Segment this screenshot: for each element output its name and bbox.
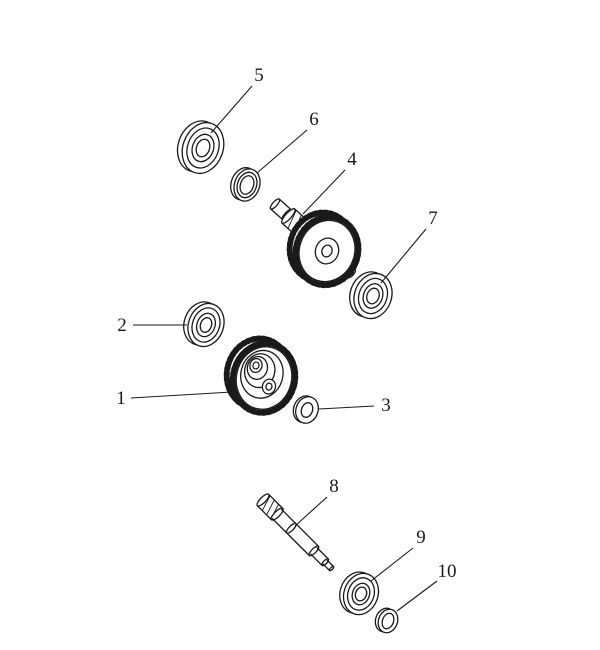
gear-teeth-ring — [229, 340, 299, 416]
leader-lines — [130, 85, 438, 612]
callout-label-1: 1 — [116, 388, 126, 409]
bearing-bore — [195, 138, 211, 158]
callout-label-3: 3 — [381, 395, 391, 416]
leader-line-4 — [302, 169, 346, 215]
part-7-bearing — [349, 271, 393, 320]
front-bore — [265, 382, 273, 391]
leader-line-10 — [396, 580, 438, 612]
gear-root-circle — [298, 219, 356, 283]
leader-line-8 — [294, 496, 328, 527]
shaft-edge — [316, 547, 330, 560]
cone-ring — [240, 349, 284, 399]
shaft-edge — [281, 508, 320, 547]
bearing-bore — [199, 317, 213, 333]
shaft-edge — [271, 518, 310, 557]
gear-4 — [286, 209, 362, 289]
shaft-edge — [278, 198, 292, 211]
callout-label-7: 7 — [428, 208, 438, 229]
bearing-race — [191, 307, 221, 343]
shaft-edge — [322, 563, 331, 572]
hatch-line — [287, 209, 297, 229]
part-10-seal-ring — [374, 607, 399, 634]
shaft-collar — [270, 507, 284, 521]
washer-rim — [236, 171, 258, 199]
gear-hub — [314, 237, 340, 265]
part-3-washer — [292, 395, 319, 424]
part-8-shaft — [256, 493, 335, 572]
cone-tip — [249, 357, 263, 374]
washer-bore — [239, 175, 255, 195]
bearing-race — [346, 577, 376, 611]
spline-edge — [256, 505, 273, 521]
washer-bore — [300, 402, 314, 418]
washer-face — [295, 396, 319, 424]
spline-edge — [268, 493, 284, 510]
gear-root-circle — [235, 346, 293, 410]
bearing-race — [186, 127, 220, 169]
bearing-bore — [354, 586, 368, 602]
callout-label-5: 5 — [254, 65, 264, 86]
spline-bore — [252, 361, 260, 370]
callout-label-2: 2 — [117, 315, 127, 336]
callout-label-10: 10 — [438, 561, 457, 582]
front-hub — [261, 378, 277, 395]
leader-line-7 — [380, 228, 427, 284]
callout-label-4: 4 — [347, 149, 357, 170]
callout-label-8: 8 — [329, 476, 339, 497]
ring-bore — [381, 612, 395, 630]
part-9-bearing — [339, 571, 380, 616]
leader-line-9 — [370, 547, 414, 582]
parts-layer — [176, 120, 399, 634]
leader-line-1 — [130, 391, 233, 399]
leader-line-6 — [256, 129, 308, 174]
gear-bore — [321, 244, 333, 258]
leader-line-5 — [210, 85, 253, 134]
hatch-line — [261, 495, 271, 512]
part-1-gear-assembly — [223, 335, 299, 416]
part-6-washer — [230, 167, 261, 202]
shaft-collar — [285, 522, 297, 534]
leader-line-3 — [318, 405, 375, 410]
callout-labels: 1 2 3 4 5 6 7 8 9 10 — [116, 65, 456, 582]
callout-label-9: 9 — [416, 527, 426, 548]
shaft-edge — [310, 553, 323, 567]
callout-label-6: 6 — [309, 109, 319, 130]
shaft-collar — [308, 545, 320, 557]
shaft-edge — [270, 208, 284, 221]
shaft-edge — [326, 559, 335, 568]
part-2-bearing — [183, 301, 225, 348]
bearing-race — [357, 277, 389, 315]
cone-ring — [246, 355, 269, 380]
hatch-line — [266, 499, 275, 516]
part-4-shaft-with-gear — [269, 198, 362, 289]
gear-teeth-ring — [292, 213, 362, 289]
cone-ring — [243, 353, 276, 389]
shaft-end-cap — [328, 565, 335, 572]
part-5-bearing — [176, 120, 225, 175]
bearing-bore — [366, 287, 380, 305]
